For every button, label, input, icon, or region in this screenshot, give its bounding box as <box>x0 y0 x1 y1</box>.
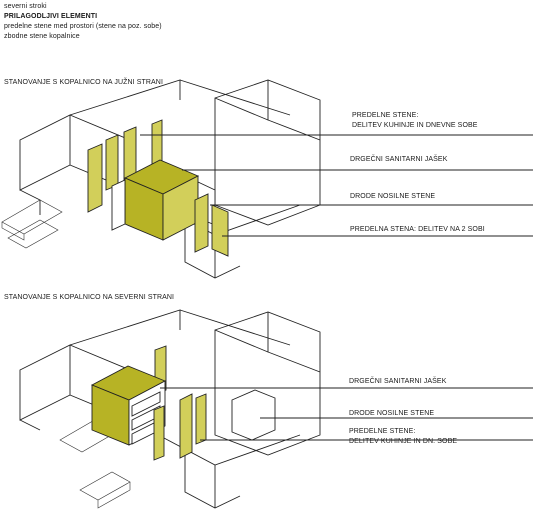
top-floor-slab-1 <box>1 199 63 235</box>
bottom-panel-d <box>153 405 165 461</box>
bottom-back-wall <box>69 309 181 346</box>
section-top-title: STANOVANJE S KOPALNICO NA JUŽNI STRANI <box>4 79 163 86</box>
top-right-block <box>214 79 321 226</box>
bottom-axonometric <box>19 309 533 509</box>
top-right-block-edge <box>214 97 269 121</box>
top-panel-c <box>123 126 137 181</box>
top-label-kitchen-living: DELITEV KUHINJE IN DNEVNE SOBE <box>352 122 478 129</box>
top-panel-e <box>194 193 209 253</box>
section-bottom-title: STANOVANJE S KOPALNICO NA SEVERNI STRANI <box>4 294 175 301</box>
bottom-white-box <box>231 389 276 441</box>
top-right-block-inner <box>267 80 321 141</box>
top-unit-1 <box>111 179 126 231</box>
legend-line-4: zbodne stene kopalnice <box>4 33 80 40</box>
top-front-bay <box>184 220 241 279</box>
bottom-label-kitchen-living: DELITEV KUHINJE IN DN. SOBE <box>349 438 458 445</box>
legend-line-3: predelne stene med prostori (stenе na po… <box>4 23 162 30</box>
top-left-base <box>19 189 41 215</box>
bottom-floor-edge <box>97 482 131 509</box>
top-label-split-rooms: PREDELNA STENA: DELITEV NA 2 SOBI <box>350 226 485 233</box>
top-panel-a <box>87 143 103 213</box>
bottom-label-partition-walls: PREDELNE STENE: <box>349 428 416 435</box>
legend-line-1: severni stroki <box>4 3 47 10</box>
bottom-drawer-1 <box>131 391 161 417</box>
bottom-right-block-inner <box>267 312 321 373</box>
bottom-front-bay <box>184 450 241 509</box>
top-back-ridge <box>179 79 291 116</box>
top-floor-edge <box>1 222 25 241</box>
top-label-sanitary-shaft: DRGEČNI SANITARNI JAŠEK <box>350 156 448 163</box>
bottom-right-block-edge <box>214 329 269 353</box>
bottom-floor-slab-2 <box>79 471 131 501</box>
top-back-wall-top <box>69 79 181 116</box>
bottom-label-loadbearing: DRODE NOSILNE STENE <box>349 410 435 417</box>
top-panel-d <box>151 119 163 167</box>
bottom-panel-b <box>179 393 193 459</box>
bottom-left-base <box>19 419 41 431</box>
bottom-panel-c <box>195 393 207 445</box>
top-panel-f <box>211 204 229 257</box>
top-floor-slab-2 <box>7 219 59 249</box>
bottom-back-ridge <box>179 309 291 346</box>
top-panel-b <box>105 134 119 191</box>
top-left-wall <box>19 114 71 191</box>
bottom-label-sanitary-shaft: DRGEČNI SANITARNI JAŠEK <box>349 378 447 385</box>
top-label-partition-walls: PREDELNE STENE: <box>352 112 419 119</box>
legend-line-2: PRILAGODLJIVI ELEMENTI <box>4 13 98 20</box>
top-axonometric <box>1 79 533 279</box>
top-label-loadbearing: DRODE NOSILNE STENE <box>350 193 436 200</box>
bottom-left-wall <box>19 344 71 421</box>
